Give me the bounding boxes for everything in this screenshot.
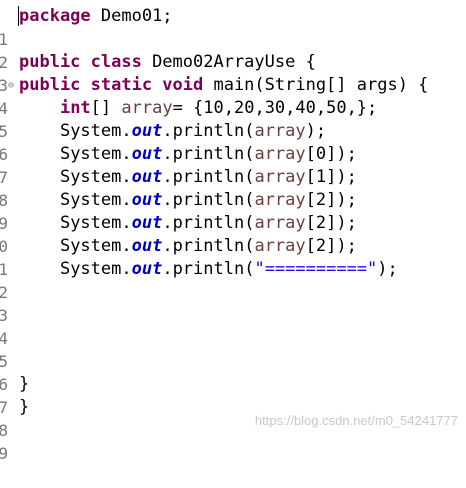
field-out: out <box>131 213 163 233</box>
code-token: System. <box>59 259 132 279</box>
code-token: .println( <box>162 121 255 141</box>
code-line[interactable]: 0 System.out.println(array[2]); <box>0 212 466 256</box>
field-out: out <box>131 167 163 187</box>
code-line[interactable]: 7 } <box>0 373 466 417</box>
string-literal: "==========" <box>254 259 378 279</box>
code-token: [] <box>90 98 122 118</box>
line-number: 8 <box>0 191 8 210</box>
method-signature: main(String[] args) { <box>203 75 429 95</box>
field-out: out <box>131 121 163 141</box>
variable-array: array <box>254 190 306 210</box>
keyword-int: int <box>59 98 91 118</box>
code-line[interactable]: 6 System.out.println(array); <box>0 120 466 164</box>
line-number: 0 <box>0 237 8 256</box>
line-number: 7 <box>0 168 8 187</box>
code-token: System. <box>59 190 132 210</box>
package-name: Demo01; <box>90 6 173 26</box>
closing-brace: } <box>19 397 30 417</box>
code-line[interactable]: 2 <box>0 28 466 72</box>
variable-array: array <box>254 121 306 141</box>
keyword-public-static-void: public static void <box>19 75 204 95</box>
code-line[interactable]: 1 System.out.println(array[2]); <box>0 235 466 279</box>
code-line[interactable]: 8 } <box>0 396 466 440</box>
line-number-gutter <box>0 0 16 438</box>
code-token: System. <box>59 121 132 141</box>
code-token: System. <box>59 213 132 233</box>
variable-array: array <box>121 98 173 118</box>
line-number: 1 <box>0 260 8 279</box>
keyword-public-class: public class <box>19 52 142 72</box>
field-out: out <box>131 144 163 164</box>
fold-toggle-icon[interactable]: ⊖ <box>8 80 15 91</box>
line-number: 3 <box>0 306 8 325</box>
code-line[interactable]: 1 package Demo01; <box>0 5 466 49</box>
line-number: 6 <box>0 145 8 164</box>
code-token: System. <box>59 236 132 256</box>
code-token: [0]); <box>305 144 357 164</box>
code-line[interactable]: 3 public class Demo02ArrayUse { <box>0 51 466 95</box>
watermark: https://blog.csdn.net/m0_54241777 <box>254 413 458 428</box>
code-token: .println( <box>162 213 255 233</box>
field-out: out <box>131 190 163 210</box>
code-editor[interactable]: 1 package Demo01; 2 3 public class Demo0… <box>0 0 466 463</box>
line-number: 6 <box>0 375 8 394</box>
code-token: .println( <box>162 236 255 256</box>
code-token: .println( <box>162 190 255 210</box>
keyword-package: package <box>19 6 91 26</box>
field-out: out <box>131 236 163 256</box>
line-number: 5 <box>0 352 8 371</box>
code-token: System. <box>59 144 132 164</box>
code-line[interactable]: 2 System.out.println("=========="); <box>0 258 466 302</box>
code-token: .println( <box>162 167 255 187</box>
line-number: 1 <box>0 30 8 49</box>
code-token: [1]); <box>305 167 357 187</box>
code-line[interactable]: 3 <box>0 281 466 325</box>
code-token: ); <box>377 259 398 279</box>
code-line[interactable]: 5 int[] array= {10,20,30,40,50,}; <box>0 97 466 141</box>
line-number: 9 <box>0 214 8 233</box>
code-token: System. <box>59 167 132 187</box>
code-line[interactable]: 6 <box>0 350 466 394</box>
code-token: ); <box>305 121 327 141</box>
code-line[interactable]: 5 <box>0 327 466 371</box>
text-cursor <box>18 6 19 26</box>
code-token: [2]); <box>305 213 357 233</box>
line-number: 2 <box>0 53 8 72</box>
code-token: [2]); <box>305 236 357 256</box>
variable-array: array <box>254 236 306 256</box>
variable-array: array <box>254 144 306 164</box>
line-number: 8 <box>0 421 8 440</box>
code-token: .println( <box>162 144 255 164</box>
class-declaration: Demo02ArrayUse { <box>141 52 316 72</box>
code-line[interactable]: 7 System.out.println(array[0]); <box>0 143 466 187</box>
variable-array: array <box>254 167 306 187</box>
line-number: 9 <box>0 444 8 463</box>
line-number: 5 <box>0 122 8 141</box>
line-number: 3 <box>0 76 8 95</box>
line-number: 4 <box>0 99 8 118</box>
code-token: = {10,20,30,40,50,}; <box>172 98 378 118</box>
variable-array: array <box>254 213 306 233</box>
line-number: 7 <box>0 398 8 417</box>
code-line[interactable]: 9 System.out.println(array[2]); <box>0 189 466 233</box>
code-token: .println( <box>162 259 255 279</box>
code-line[interactable]: 4 ⊖ public static void main(String[] arg… <box>0 74 466 118</box>
line-number: 4 <box>0 329 8 348</box>
code-token: [2]); <box>305 190 357 210</box>
line-number: 2 <box>0 283 8 302</box>
code-line[interactable]: 4 <box>0 304 466 348</box>
code-line[interactable]: 8 System.out.println(array[1]); <box>0 166 466 210</box>
field-out: out <box>131 259 163 279</box>
closing-brace: } <box>19 374 30 394</box>
